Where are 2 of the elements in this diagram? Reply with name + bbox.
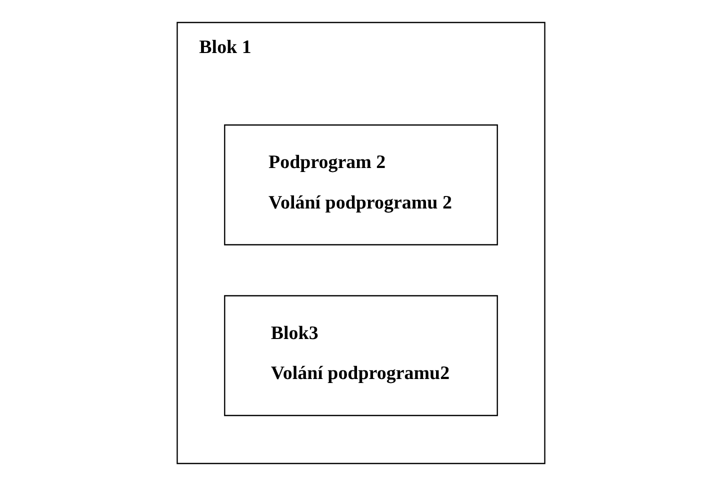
node-box: Podprogram 2 Volání podprogramu 2 [224, 124, 498, 246]
node-box: Blok3 Volání podprogramu2 [224, 295, 498, 416]
